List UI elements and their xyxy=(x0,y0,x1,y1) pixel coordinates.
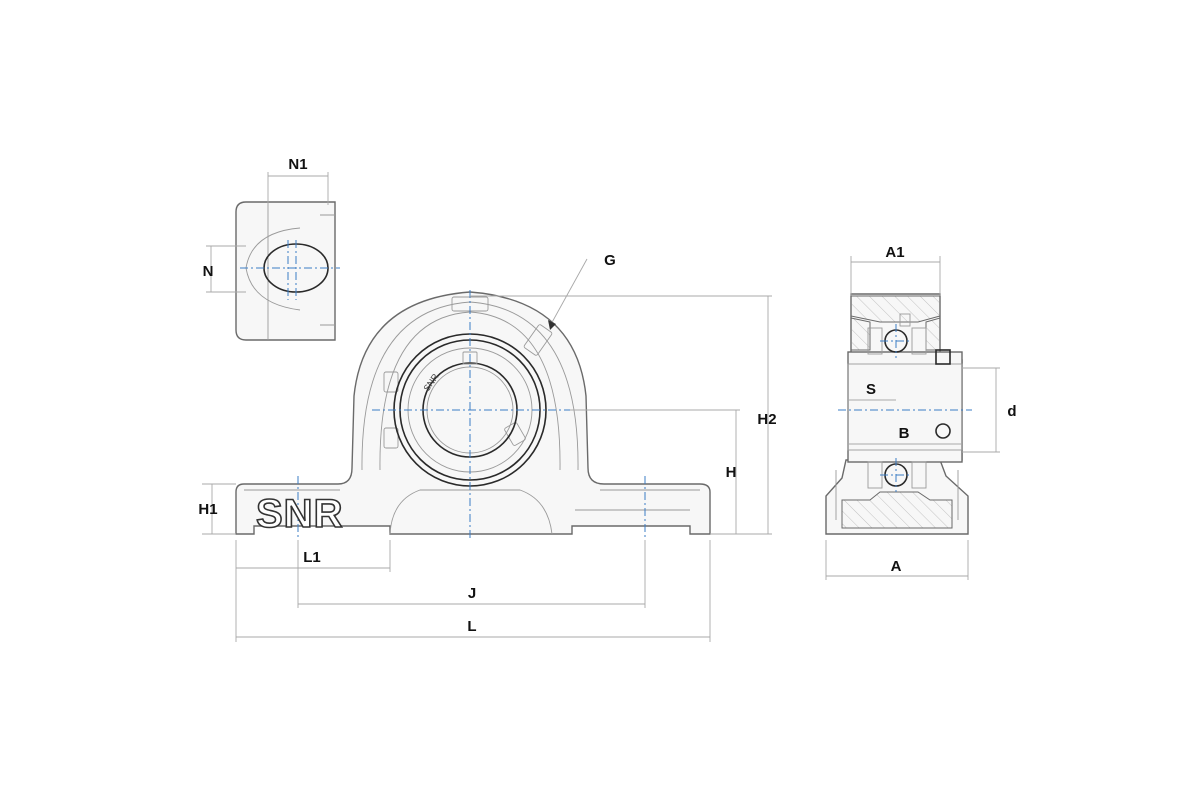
label-n: N xyxy=(203,263,214,280)
set-screw xyxy=(462,351,478,365)
side-section-view xyxy=(825,256,1000,580)
inner-ring xyxy=(847,351,963,463)
label-d: d xyxy=(1007,403,1016,420)
front-view: SNR SNR xyxy=(202,258,772,642)
label-h: H xyxy=(726,464,737,481)
label-g: G xyxy=(604,252,616,269)
snr-logo: SNR xyxy=(256,492,343,536)
label-n1: N1 xyxy=(288,156,307,173)
label-a1: A1 xyxy=(885,244,904,261)
label-j: J xyxy=(468,585,476,602)
lube-hole xyxy=(935,423,951,439)
foot-detail-view xyxy=(206,172,340,341)
label-b: B xyxy=(899,425,910,442)
set-screw-side xyxy=(935,349,951,365)
label-h1: H1 xyxy=(198,501,217,518)
label-s: S xyxy=(866,381,876,398)
label-l: L xyxy=(467,618,476,635)
label-h2: H2 xyxy=(757,411,776,428)
label-l1: L1 xyxy=(303,549,321,566)
label-a: A xyxy=(891,558,902,575)
